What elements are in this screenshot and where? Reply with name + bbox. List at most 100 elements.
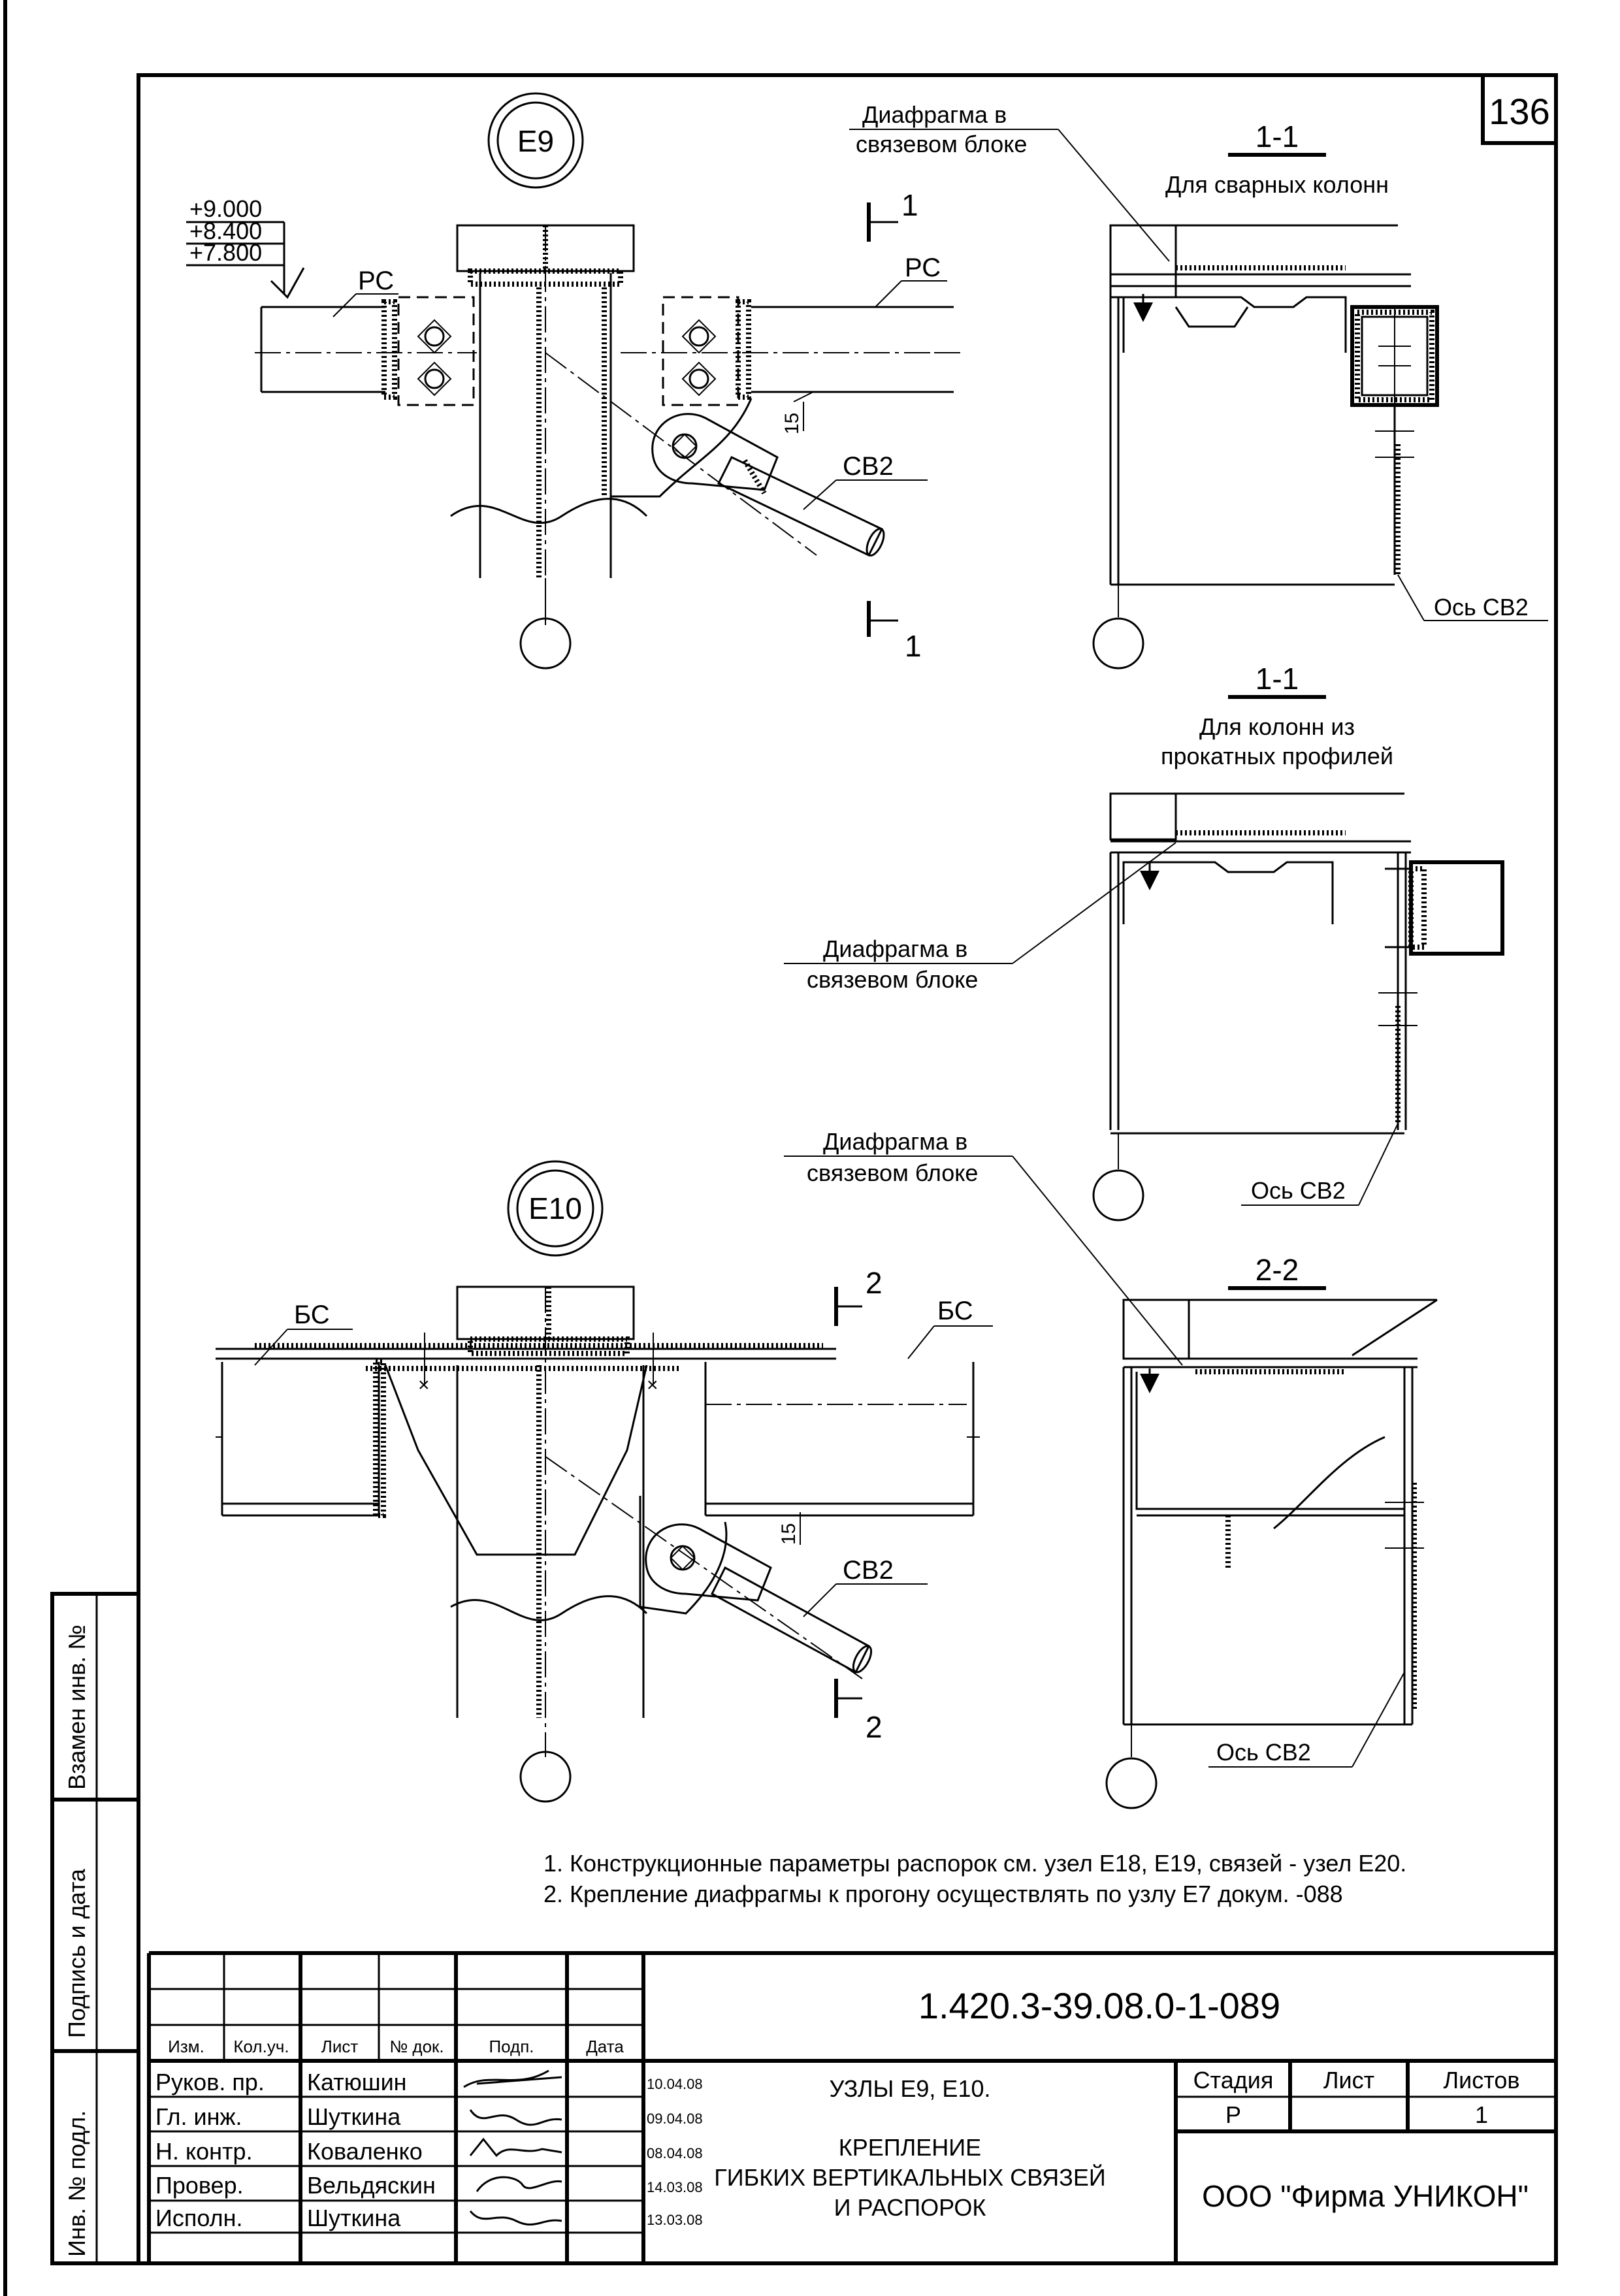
section-subtitle: Для колонн из (1199, 713, 1355, 740)
staff-role: Руков. пр. (155, 2069, 265, 2095)
notes: 1. Конструкционные параметры распорок см… (543, 1850, 1406, 1907)
e9-beam-right-label: РС (905, 253, 941, 282)
staff-row: Руков. пр. Катюшин 10.04.08 (155, 2069, 703, 2095)
e9-beam-left: РС (255, 267, 477, 406)
doc-subtitle: И РАСПОРОК (834, 2194, 986, 2221)
doc-title: УЗЛЫ Е9, Е10. (829, 2075, 990, 2102)
node-e9: Е9 +9.000 +8.400 +7.800 (186, 92, 960, 670)
section-mark-label: 2 (866, 1266, 883, 1300)
e10-gap-dimension: 15 (778, 1523, 800, 1545)
level-9000: +9.000 (189, 195, 262, 222)
stage-header: Стадия (1193, 2067, 1274, 2094)
node-e9-label: Е9 (487, 92, 584, 189)
diaphragm-label: связевом блоке (807, 1159, 978, 1186)
staff-row: Провер. Вельдяскин 14.03.08 (155, 2172, 703, 2199)
brace-axis-label: Ось СВ2 (1434, 594, 1529, 621)
section-title: 1-1 (1256, 662, 1299, 696)
stamp-replace-inv: Взамен инв. № (63, 1625, 90, 1790)
section-subtitle: Для сварных колонн (1165, 171, 1389, 198)
e9-gusset-brace: 15 СВ2 (545, 352, 928, 557)
staff-name: Шуткина (307, 2205, 401, 2231)
header-sheet: Лист (321, 2037, 359, 2056)
section-axis-bubble (1092, 1169, 1144, 1221)
bolt-icon (681, 319, 717, 354)
staff-row: Н. контр. Коваленко 08.04.08 (155, 2137, 703, 2165)
organization: ООО "Фирма УНИКОН" (1202, 2179, 1529, 2213)
brace-axis-label: Ось СВ2 (1251, 1177, 1346, 1204)
staff-date: 08.04.08 (647, 2145, 703, 2161)
staff-date: 13.03.08 (647, 2212, 703, 2228)
section-subtitle: прокатных профилей (1161, 743, 1393, 769)
section-axis-bubble (1105, 1757, 1158, 1809)
e9-gap-dimension: 15 (781, 413, 803, 434)
sheet-number: 136 (1489, 91, 1549, 132)
level-8400: +8.400 (189, 218, 262, 244)
node-e10-label: Е10 (507, 1160, 604, 1257)
staff-date: 10.04.08 (647, 2076, 703, 2092)
e10-top-flange: × × (216, 1333, 836, 1396)
e10-section-mark-2: 2 2 (834, 1266, 883, 1744)
doc-subtitle: КРЕПЛЕНИЕ (839, 2134, 981, 2161)
e9-brace-label: СВ2 (843, 452, 894, 481)
section-mark-label: 1 (901, 188, 918, 222)
staff-name: Катюшин (307, 2069, 407, 2095)
e9-beam-left-label: РС (358, 267, 394, 295)
e10-beam-right: БС (704, 1297, 993, 1517)
staff-role: Гл. инж. (155, 2103, 242, 2130)
doc-subtitle: ГИБКИХ ВЕРТИКАЛЬНЫХ СВЯЗЕЙ (714, 2163, 1105, 2191)
bolt-icon (417, 319, 452, 354)
node-e9-label-text: Е9 (517, 124, 554, 158)
section-1-1-welded: Диафрагма в связевом блоке 1-1 Для сварн… (849, 101, 1548, 670)
node-e10: Е10 × × (216, 1128, 1183, 1803)
header-rev: Изм. (168, 2037, 204, 2056)
e10-axis-bubble (519, 1751, 572, 1803)
diaphragm-label: связевом блоке (856, 131, 1027, 157)
section-2-2: 2-2 Ось СВ2 (1105, 1253, 1438, 1809)
e10-gusset-brace: 15 СВ2 (545, 1456, 928, 1679)
stamp-signature-date: Подпись и дата (63, 1868, 90, 2038)
note-2: 2. Крепление диафрагмы к прогону осущест… (543, 1881, 1343, 1907)
section-mark-label: 1 (905, 629, 922, 663)
staff-row: Гл. инж. Шуткина 09.04.08 (155, 2103, 703, 2130)
e9-beam-right: РС (621, 253, 960, 406)
staff-date: 14.03.08 (647, 2179, 703, 2195)
level-7800: +7.800 (189, 239, 262, 266)
bolt-cross-icon: × (418, 1374, 430, 1396)
level-marks: +9.000 +8.400 +7.800 (186, 195, 305, 299)
header-sign: Подп. (489, 2037, 534, 2056)
document-code: 1.420.3-39.08.0-1-089 (918, 1985, 1280, 2026)
sheet-number-box: 136 (1481, 73, 1558, 145)
header-date: Дата (586, 2037, 624, 2056)
staff-role: Провер. (155, 2172, 244, 2199)
header-docno: № док. (389, 2037, 444, 2056)
brace-axis-label: Ось СВ2 (1216, 1739, 1311, 1766)
signature-icon (469, 2210, 562, 2226)
e10-beam-left-label: БС (294, 1301, 330, 1329)
staff-role: Исполн. (155, 2205, 243, 2231)
e9-section-mark-1: 1 1 (867, 188, 922, 663)
rhs-column-section (1350, 305, 1439, 407)
diaphragm-label: Диафрагма в (823, 1128, 967, 1155)
e10-brace-label: СВ2 (843, 1556, 894, 1585)
stage-value: Р (1225, 2101, 1241, 2128)
staff-name: Коваленко (307, 2138, 423, 2165)
staff-date: 09.04.08 (647, 2110, 703, 2127)
section-title: 2-2 (1256, 1253, 1299, 1287)
section-title: 1-1 (1256, 120, 1299, 154)
signature-icon (476, 2176, 562, 2192)
staff-row: Исполн. Шуткина 13.03.08 (155, 2205, 703, 2231)
staff-name: Вельдяскин (307, 2172, 436, 2199)
stamp-original-inv: Инв. № подл. (63, 2110, 90, 2257)
drawing-frame (137, 73, 1558, 2265)
section-mark-label: 2 (866, 1710, 883, 1744)
e9-column (450, 224, 648, 670)
node-e10-label-text: Е10 (528, 1191, 582, 1225)
e10-beam-left: БС (216, 1301, 386, 1518)
sheets-header: Листов (1444, 2067, 1520, 2094)
bolt-cross-icon: × (647, 1374, 658, 1396)
header-qty: Кол.уч. (233, 2037, 289, 2056)
bolt-icon (417, 361, 452, 396)
sheets-value: 1 (1475, 2101, 1488, 2128)
diaphragm-label: связевом блоке (807, 966, 978, 993)
